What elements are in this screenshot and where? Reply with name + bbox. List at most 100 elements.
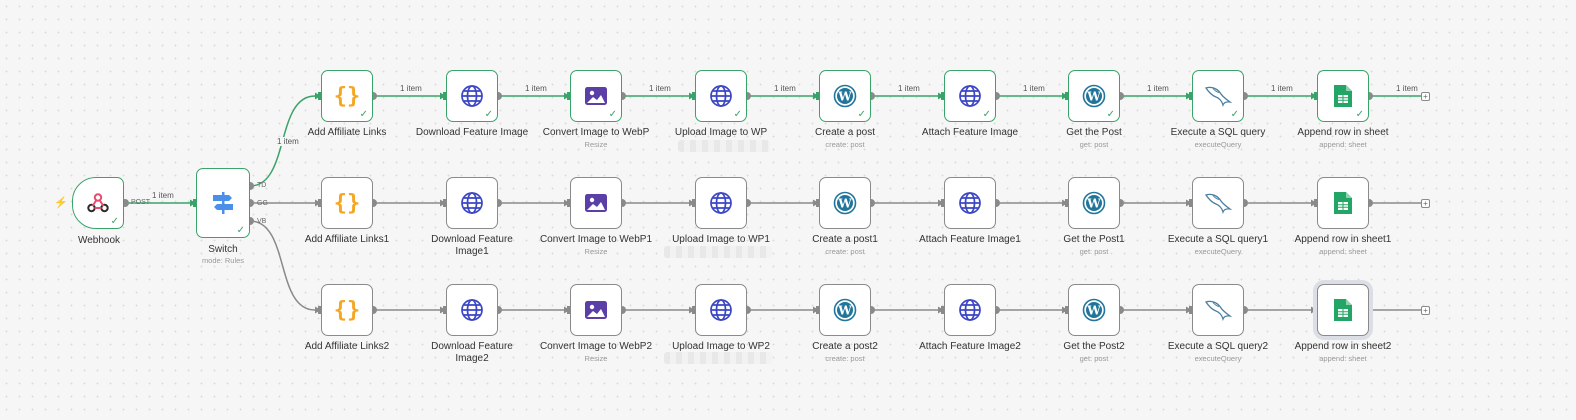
node-input-port[interactable] [1189,306,1192,314]
wordpress-node[interactable]: W [819,177,871,229]
code-braces-node[interactable]: {}✓ [321,70,373,122]
globe-node[interactable]: ✓ [446,70,498,122]
node-input-port[interactable] [567,306,570,314]
globe-icon [708,190,734,216]
wordpress-node[interactable]: W✓ [819,70,871,122]
node-label: Get the Post1 [1063,234,1125,245]
node-input-port[interactable] [443,199,446,207]
node-input-port[interactable] [816,199,819,207]
node-input-port[interactable] [1314,306,1317,314]
globe-node[interactable] [944,284,996,336]
node-subtitle: create: post [825,140,865,149]
node-input-port[interactable] [1189,199,1192,207]
switch-output-vb: VB [257,218,267,225]
switch-input-port[interactable] [193,199,196,207]
node-input-port[interactable] [567,92,570,100]
code-braces-icon: {} [334,83,360,109]
node-input-port[interactable] [318,92,321,100]
edge-switch-row-2[interactable] [249,220,316,311]
globe-node[interactable]: ✓ [695,70,747,122]
node-input-port[interactable] [941,306,944,314]
node-label: Attach Feature Image [921,127,1019,138]
node-input-port[interactable] [443,306,446,314]
webhook-node[interactable]: ✓ [72,177,124,229]
mysql-dolphin-node[interactable] [1192,177,1244,229]
switch-node[interactable]: ✓ [196,168,250,238]
node-input-port[interactable] [318,199,321,207]
node-input-port[interactable] [692,92,695,100]
edge-label: 1 item [1270,84,1294,93]
globe-node[interactable]: ✓ [944,70,996,122]
image-node[interactable]: ✓ [570,70,622,122]
node-label: Attach Feature Image1 [919,234,1021,245]
wordpress-icon: W [1081,83,1107,109]
webhook-icon [87,193,109,213]
google-sheets-icon [1332,83,1354,109]
wordpress-node[interactable]: W [1068,177,1120,229]
image-node[interactable] [570,284,622,336]
code-braces-node[interactable]: {} [321,284,373,336]
add-node-button[interactable]: + [1421,305,1430,315]
edge-label: 1 item [1395,84,1419,93]
switch-output-gg: GG [257,200,268,207]
globe-node[interactable] [695,284,747,336]
switch-edge-label: 1 item [276,137,300,146]
wordpress-icon: W [832,83,858,109]
node-input-port[interactable] [1065,92,1068,100]
node-label: Attach Feature Image2 [919,341,1021,352]
node-label: Execute a SQL query2 [1167,341,1269,352]
node-label: Get the Post [1066,127,1122,138]
node-input-port[interactable] [1314,199,1317,207]
redacted-text [678,140,770,152]
wordpress-node[interactable]: W [1068,284,1120,336]
node-input-port[interactable] [1189,92,1192,100]
node-input-port[interactable] [318,306,321,314]
globe-icon [957,297,983,323]
code-braces-node[interactable]: {} [321,177,373,229]
node-subtitle: executeQuery [1194,140,1242,149]
image-node[interactable] [570,177,622,229]
globe-node[interactable] [944,177,996,229]
google-sheets-node[interactable] [1317,284,1369,336]
node-label: Convert Image to WebP [542,127,650,138]
wordpress-node[interactable]: W [819,284,871,336]
node-input-port[interactable] [941,199,944,207]
edge-label: 1 item [399,84,423,93]
mysql-dolphin-node[interactable] [1192,284,1244,336]
node-label: Get the Post2 [1063,341,1125,352]
svg-text:{}: {} [334,191,360,216]
success-check-icon: ✓ [982,109,991,120]
wordpress-node[interactable]: W✓ [1068,70,1120,122]
node-input-port[interactable] [1065,199,1068,207]
edge-label: 1 item [524,84,548,93]
add-node-button[interactable]: + [1421,91,1430,101]
edge-label: 1 item [1022,84,1046,93]
globe-icon [957,190,983,216]
google-sheets-node[interactable]: ✓ [1317,70,1369,122]
mysql-dolphin-node[interactable]: ✓ [1192,70,1244,122]
node-input-port[interactable] [1065,306,1068,314]
globe-icon [957,83,983,109]
success-check-icon: ✓ [484,109,493,120]
wordpress-icon: W [832,297,858,323]
node-subtitle: Resize [584,247,608,256]
node-input-port[interactable] [816,92,819,100]
node-input-port[interactable] [816,306,819,314]
node-input-port[interactable] [443,92,446,100]
success-check-icon: ✓ [1355,109,1364,120]
add-node-button[interactable]: + [1421,198,1430,208]
globe-node[interactable] [446,284,498,336]
google-sheets-node[interactable] [1317,177,1369,229]
node-input-port[interactable] [567,199,570,207]
node-input-port[interactable] [941,92,944,100]
node-subtitle: get: post [1079,247,1109,256]
globe-node[interactable] [446,177,498,229]
node-input-port[interactable] [692,199,695,207]
success-check-icon: ✓ [608,109,617,120]
node-subtitle: get: post [1079,140,1109,149]
globe-node[interactable] [695,177,747,229]
node-input-port[interactable] [1314,92,1317,100]
node-label: Create a post [814,127,876,138]
node-input-port[interactable] [692,306,695,314]
